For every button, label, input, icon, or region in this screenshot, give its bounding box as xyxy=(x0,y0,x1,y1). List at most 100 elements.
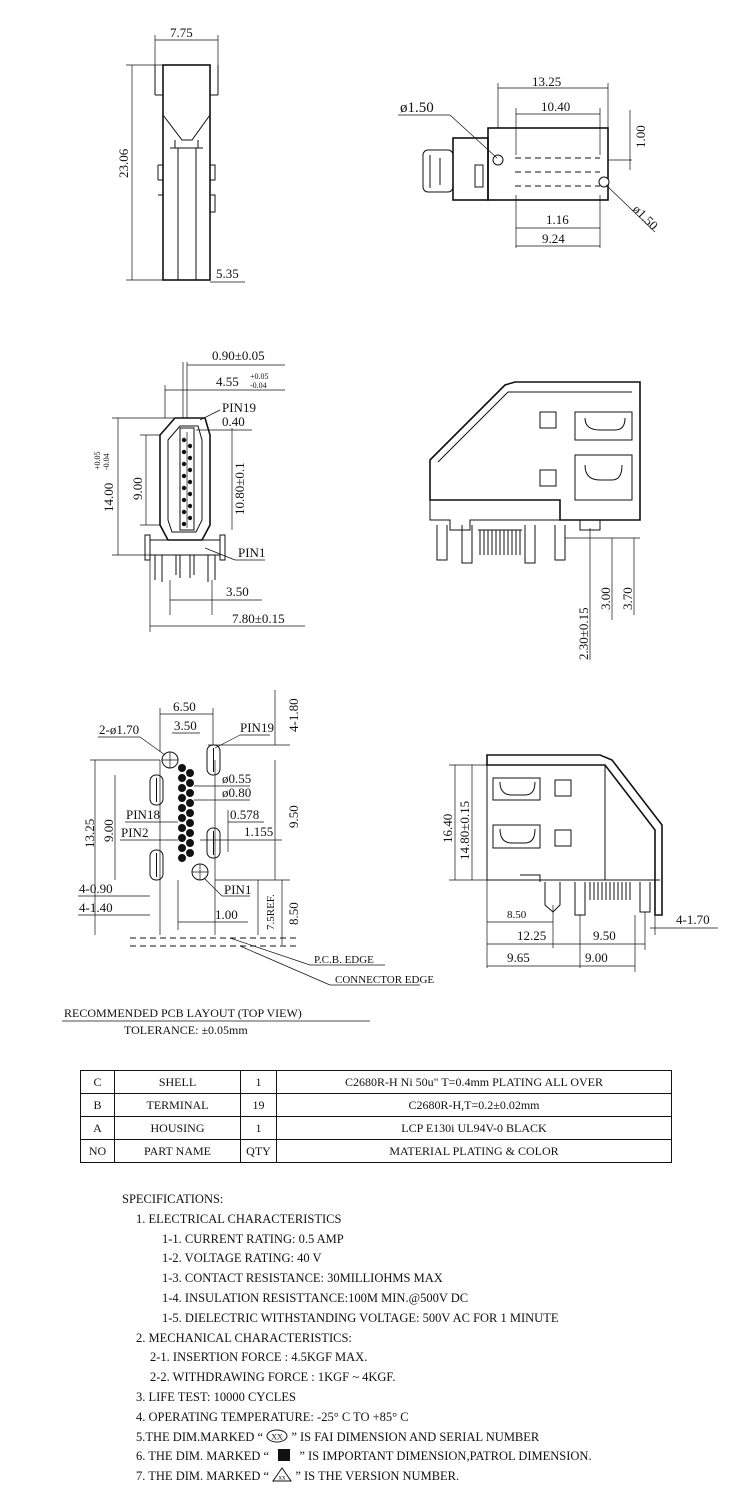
cell-name: HOUSING xyxy=(114,1116,241,1140)
view-side-middle: 0.90±0.05 4.55 +0.05 -0.04 PIN19 0.40 14… xyxy=(93,348,305,632)
table-row: B TERMINAL 19 C2680R-H,T=0.2±0.02mm xyxy=(80,1093,672,1117)
spec-2: 2. MECHANICAL CHARACTERISTICS: xyxy=(136,1330,352,1345)
label-pin19: PIN19 xyxy=(222,400,256,415)
spec-6-suffix: ” IS IMPORTANT DIMENSION,PATROL DIMENSIO… xyxy=(299,1449,592,1464)
label-pin1: PIN1 xyxy=(238,545,265,560)
dim-9-00-pcb: 9.00 xyxy=(101,819,116,842)
label-pin19-pcb: PIN19 xyxy=(240,720,274,735)
dim-0-40: 0.40 xyxy=(222,414,245,429)
dim-9-50-iso: 9.50 xyxy=(593,928,616,943)
header-name: PART NAME xyxy=(114,1139,241,1163)
spec-7-prefix: 7. THE DIM. MARKED “ xyxy=(136,1469,270,1484)
dim-14-00: 14.00 xyxy=(101,483,116,512)
version-triangle-icon: xx xyxy=(272,1467,293,1482)
dim-10-40: 10.40 xyxy=(541,99,570,114)
spec-1: 1. ELECTRICAL CHARACTERISTICS xyxy=(136,1211,342,1226)
dim-8-50-iso: 8.50 xyxy=(507,909,527,921)
dim-7-80: 7.80±0.15 xyxy=(232,611,285,626)
dim-hole-1-50: ø1.50 xyxy=(400,100,434,116)
dim-0-80: ø0.80 xyxy=(222,785,251,800)
cell-qty: 19 xyxy=(240,1093,277,1117)
dim-4-55: 4.55 xyxy=(216,374,239,389)
pcb-layout-title: RECOMMENDED PCB LAYOUT (TOP VIEW) xyxy=(64,1006,302,1020)
dim-0-578: 0.578 xyxy=(230,807,259,822)
dim-5-35: 5.35 xyxy=(216,266,239,281)
filled-square-icon xyxy=(278,1449,291,1462)
spec-6: 6. THE DIM. MARKED “ ” IS IMPORTANT DIME… xyxy=(122,1447,722,1467)
spec-7-suffix: ” IS THE VERSION NUMBER. xyxy=(295,1469,460,1484)
cell-material: C2680R-H Ni 50u" T=0.4mm PLATING ALL OVE… xyxy=(276,1070,672,1094)
terminal-row-bottom xyxy=(589,882,631,900)
spec-1-5: 1-5. DIELECTRIC WITHSTANDING VOLTAGE: 50… xyxy=(162,1310,559,1325)
dim-8-50-pcb: 8.50 xyxy=(286,902,301,925)
dim-10-80: 10.80±0.1 xyxy=(232,462,247,515)
label-pin18: PIN18 xyxy=(126,807,160,822)
header-no: NO xyxy=(80,1139,115,1163)
dim-1-16: 1.16 xyxy=(546,212,569,227)
pad-grid xyxy=(178,764,194,862)
dim-14-00-minus: -0.04 xyxy=(102,453,111,470)
dim-1-00-pcb: 1.00 xyxy=(215,907,238,922)
view-side-top: 13.25 10.40 1.00 ø1.50 1.16 9.24 ø1.50 xyxy=(398,74,661,248)
cell-name: TERMINAL xyxy=(114,1093,241,1117)
dim-9-24: 9.24 xyxy=(542,231,565,246)
spec-2-1: 2-1. INSERTION FORCE : 4.5KGF MAX. xyxy=(150,1350,368,1365)
drawing-canvas: 7.75 23.06 5.35 13.25 10.40 1.00 ø1.50 xyxy=(62,25,718,1037)
pin-dots xyxy=(181,437,193,527)
dim-4-0-90: 4-0.90 xyxy=(79,881,113,896)
dim-13-25: 13.25 xyxy=(532,74,561,89)
cell-qty: 1 xyxy=(240,1070,277,1094)
spec-5: 5.THE DIM.MARKED “ XX ” IS FAI DIMENSION… xyxy=(122,1428,722,1448)
dim-4-1-80: 4-1.80 xyxy=(286,698,301,732)
dim-3-00: 3.00 xyxy=(598,587,613,610)
spec-1-4: 1-4. INSULATION RESISTTANCE:100M MIN.@50… xyxy=(162,1290,469,1305)
pcb-layout-tolerance: TOLERANCE: ±0.05mm xyxy=(124,1023,248,1037)
dim-9-65: 9.65 xyxy=(507,950,530,965)
view-iso-bottom: 16.40 14.80±0.15 8.50 12.25 9.50 4-1.70 … xyxy=(440,754,718,972)
dim-12-25: 12.25 xyxy=(517,928,546,943)
cell-qty: 1 xyxy=(240,1116,277,1140)
dim-1-00: 1.00 xyxy=(633,125,648,148)
dim-4-1-40: 4-1.40 xyxy=(79,900,113,915)
dim-3-70: 3.70 xyxy=(620,587,635,610)
dim-3-50-pcb: 3.50 xyxy=(174,718,197,733)
terminal-row xyxy=(478,529,522,555)
cell-no: C xyxy=(80,1070,115,1094)
cell-material: LCP E130i UL94V-0 BLACK xyxy=(276,1116,672,1140)
dim-7-5-ref: 7.5REF. xyxy=(265,894,277,930)
table-row: C SHELL 1 C2680R-H Ni 50u" T=0.4mm PLATI… xyxy=(80,1070,672,1094)
fai-oval-icon: XX xyxy=(266,1429,288,1443)
table-header-row: NO PART NAME QTY MATERIAL PLATING & COLO… xyxy=(80,1139,672,1163)
spec-heading: SPECIFICATIONS: xyxy=(122,1192,224,1206)
dim-4-1-70: 4-1.70 xyxy=(676,912,710,927)
view-front-top: 7.75 23.06 5.35 xyxy=(116,25,245,283)
cell-material: C2680R-H,T=0.2±0.02mm xyxy=(276,1093,672,1117)
dim-9-00-iso: 9.00 xyxy=(585,950,608,965)
dim-16-40: 16.40 xyxy=(440,814,455,843)
dim-2-1-70: 2-ø1.70 xyxy=(99,722,139,737)
spec-1-2: 1-2. VOLTAGE RATING: 40 V xyxy=(162,1251,322,1266)
spec-2-2: 2-2. WITHDRAWING FORCE : 1KGF ~ 4KGF. xyxy=(150,1370,396,1385)
specifications: SPECIFICATIONS: 1. ELECTRICAL CHARACTERI… xyxy=(122,1190,722,1487)
dim-6-50: 6.50 xyxy=(173,699,196,714)
spec-3: 3. LIFE TEST: 10000 CYCLES xyxy=(136,1389,296,1404)
cell-name: SHELL xyxy=(114,1070,241,1094)
dim-1-155: 1.155 xyxy=(244,824,273,839)
table-row: A HOUSING 1 LCP E130i UL94V-0 BLACK xyxy=(80,1116,672,1140)
dim-9-50-pcb: 9.50 xyxy=(286,805,301,828)
dim-0-90: 0.90±0.05 xyxy=(212,348,265,363)
dim-2-30: 2.30±0.15 xyxy=(576,607,591,660)
spec-6-prefix: 6. THE DIM. MARKED “ xyxy=(136,1449,270,1464)
label-pcb-edge: P.C.B. EDGE xyxy=(314,954,374,966)
spec-4: 4. OPERATING TEMPERATURE: -25° C TO +85°… xyxy=(136,1409,409,1424)
spec-5-prefix: 5.THE DIM.MARKED “ xyxy=(136,1429,264,1444)
header-qty: QTY xyxy=(240,1139,277,1163)
label-pin1-pcb: PIN1 xyxy=(224,882,251,897)
dim-0-55: ø0.55 xyxy=(222,771,251,786)
parts-table: C SHELL 1 C2680R-H Ni 50u" T=0.4mm PLATI… xyxy=(80,1070,672,1163)
version-symbol-text: xx xyxy=(279,1474,287,1482)
label-pin2: PIN2 xyxy=(121,825,148,840)
dim-hole2-1-50: ø1.50 xyxy=(630,202,661,233)
spec-7: 7. THE DIM. MARKED “ xx ” IS THE VERSION… xyxy=(122,1467,722,1487)
spec-5-suffix: ” IS FAI DIMENSION AND SERIAL NUMBER xyxy=(291,1429,540,1444)
